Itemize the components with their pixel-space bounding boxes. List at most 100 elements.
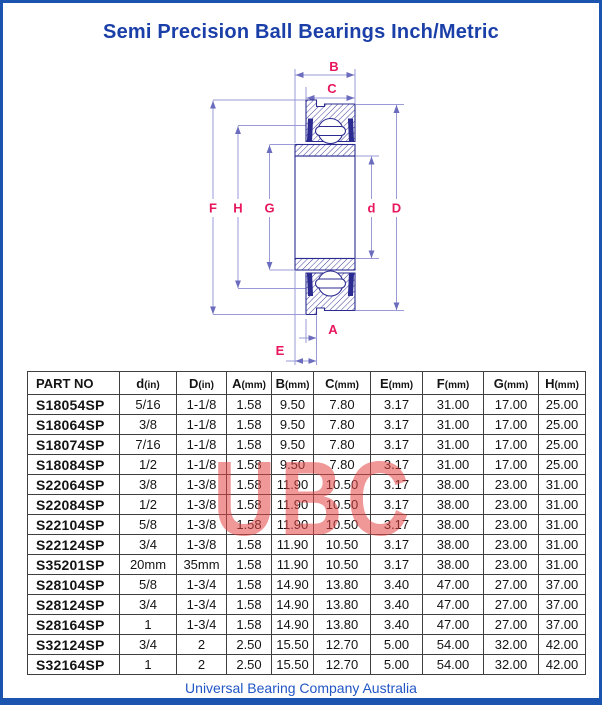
dimension-cell: 1-1/8 <box>176 394 227 415</box>
dimension-cell: 1.58 <box>226 414 272 435</box>
part-number-cell: S28104SP <box>27 574 120 595</box>
dimension-cell: 10.50 <box>313 554 371 575</box>
dimension-cell: 1 <box>119 654 177 675</box>
dimension-cell: 5/16 <box>119 394 177 415</box>
dimension-cell: 1.58 <box>226 494 272 515</box>
dimension-cell: 27.00 <box>483 594 539 615</box>
dimension-cell: 1/2 <box>119 454 177 475</box>
dimension-cell: 37.00 <box>538 614 586 635</box>
dimension-cell: 17.00 <box>483 434 539 455</box>
dimension-cell: 31.00 <box>538 494 586 515</box>
seal-mark <box>306 272 314 297</box>
dimension-cell: 2 <box>176 634 227 655</box>
dimension-cell: 13.80 <box>313 574 371 595</box>
dimension-cell: 10.50 <box>313 534 371 555</box>
dimension-cell: 23.00 <box>483 494 539 515</box>
dimension-cell: 25.00 <box>538 414 586 435</box>
column-header: H(mm) <box>538 371 586 395</box>
dimension-cell: 38.00 <box>422 554 484 575</box>
dimension-cell: 38.00 <box>422 514 484 535</box>
dim-label-B: B <box>329 59 338 74</box>
dimension-cell: 3/8 <box>119 414 177 435</box>
column-header: G(mm) <box>483 371 539 395</box>
dimension-cell: 2 <box>176 654 227 675</box>
dimension-cell: 2.50 <box>226 654 272 675</box>
dimension-cell: 1-3/8 <box>176 534 227 555</box>
dimension-cell: 47.00 <box>422 574 484 595</box>
dimension-cell: 1.58 <box>226 454 272 475</box>
dimension-cell: 1.58 <box>226 474 272 495</box>
dimension-cell: 7.80 <box>313 434 371 455</box>
dimension-cell: 5/8 <box>119 514 177 535</box>
dimension-cell: 12.70 <box>313 634 371 655</box>
dimension-cell: 7.80 <box>313 394 371 415</box>
dimension-cell: 54.00 <box>422 634 484 655</box>
dimension-cell: 1-3/8 <box>176 514 227 535</box>
dimension-cell: 47.00 <box>422 594 484 615</box>
dimension-cell: 3.17 <box>370 534 423 555</box>
dimension-cell: 1.58 <box>226 394 272 415</box>
inner-ring-bottom <box>294 257 356 271</box>
dimension-cell: 23.00 <box>483 554 539 575</box>
dimension-cell: 1-1/8 <box>176 454 227 475</box>
dimension-cell: 27.00 <box>483 614 539 635</box>
dimension-cell: 5.00 <box>370 654 423 675</box>
dimension-cell: 3.17 <box>370 474 423 495</box>
dim-label-d: d <box>368 201 376 216</box>
dimension-cell: 23.00 <box>483 534 539 555</box>
dimension-cell: 7/16 <box>119 434 177 455</box>
dimension-cell: 11.90 <box>271 554 314 575</box>
dimension-cell: 1-3/8 <box>176 474 227 495</box>
dimension-cell: 1 <box>119 614 177 635</box>
column-header: A(mm) <box>226 371 272 395</box>
dimension-cell: 5/8 <box>119 574 177 595</box>
dimension-cell: 9.50 <box>271 394 314 415</box>
dimension-cell: 15.50 <box>271 654 314 675</box>
column-header: C(mm) <box>313 371 371 395</box>
dim-label-G: G <box>264 201 274 216</box>
dimension-cell: 3.17 <box>370 414 423 435</box>
dimension-cell: 17.00 <box>483 414 539 435</box>
dimension-cell: 1.58 <box>226 514 272 535</box>
bore <box>294 155 356 260</box>
dimension-cell: 37.00 <box>538 574 586 595</box>
dimension-cell: 3.40 <box>370 594 423 615</box>
dimension-cell: 42.00 <box>538 634 586 655</box>
inner-ring-top <box>294 143 356 157</box>
seal-mark <box>347 272 355 297</box>
dimension-cell: 12.70 <box>313 654 371 675</box>
dimension-cell: 1.58 <box>226 574 272 595</box>
dimension-cell: 25.00 <box>538 394 586 415</box>
part-number-cell: S18084SP <box>27 454 120 475</box>
dimension-cell: 11.90 <box>271 494 314 515</box>
dimension-cell: 3.40 <box>370 614 423 635</box>
dimension-cell: 1.58 <box>226 554 272 575</box>
part-number-cell: S22124SP <box>27 534 120 555</box>
column-header: B(mm) <box>271 371 314 395</box>
dimension-cell: 32.00 <box>483 654 539 675</box>
seal-mark <box>347 118 355 143</box>
column-header: PART NO <box>27 371 120 395</box>
dim-label-H: H <box>233 201 242 216</box>
dim-label-C: C <box>327 81 337 96</box>
retainer-bottom <box>314 278 347 289</box>
dimension-cell: 10.50 <box>313 494 371 515</box>
column-header: d(in) <box>119 371 177 395</box>
dimension-cell: 23.00 <box>483 514 539 535</box>
column-header: F(mm) <box>422 371 484 395</box>
dimension-cell: 31.00 <box>538 534 586 555</box>
dimension-cell: 17.00 <box>483 394 539 415</box>
dimension-cell: 3.17 <box>370 454 423 475</box>
dimension-cell: 3.17 <box>370 494 423 515</box>
part-number-cell: S32164SP <box>27 654 120 675</box>
